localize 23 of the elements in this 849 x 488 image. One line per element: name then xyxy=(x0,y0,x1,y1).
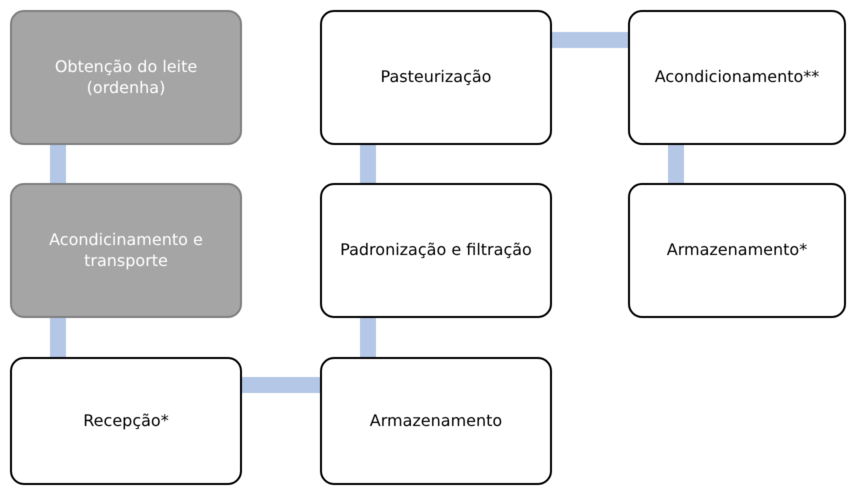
process-box xyxy=(628,183,846,318)
step-label: Pasteurização xyxy=(380,67,492,88)
process-box xyxy=(10,10,242,145)
process-box xyxy=(628,10,846,145)
connector xyxy=(360,145,376,183)
process-box xyxy=(320,183,552,318)
process-box xyxy=(320,357,552,485)
connector xyxy=(360,318,376,357)
step-label: Acondicionamento** xyxy=(654,67,820,88)
process-box xyxy=(10,357,242,485)
step-label: Armazenamento xyxy=(370,410,502,432)
step-label: Acondicinamento e transporte xyxy=(48,230,204,272)
connector xyxy=(668,145,684,183)
step-label: Armazenamento* xyxy=(666,240,808,261)
connector xyxy=(50,145,66,183)
step-label: Obtenção do leite (ordenha) xyxy=(54,56,198,98)
connector xyxy=(552,32,628,48)
step-label: Padronização e filtração xyxy=(340,240,532,261)
process-box xyxy=(320,10,552,145)
process-box xyxy=(10,183,242,318)
step-label: Recepção* xyxy=(83,410,169,432)
connector xyxy=(50,318,66,357)
connector xyxy=(242,377,320,393)
